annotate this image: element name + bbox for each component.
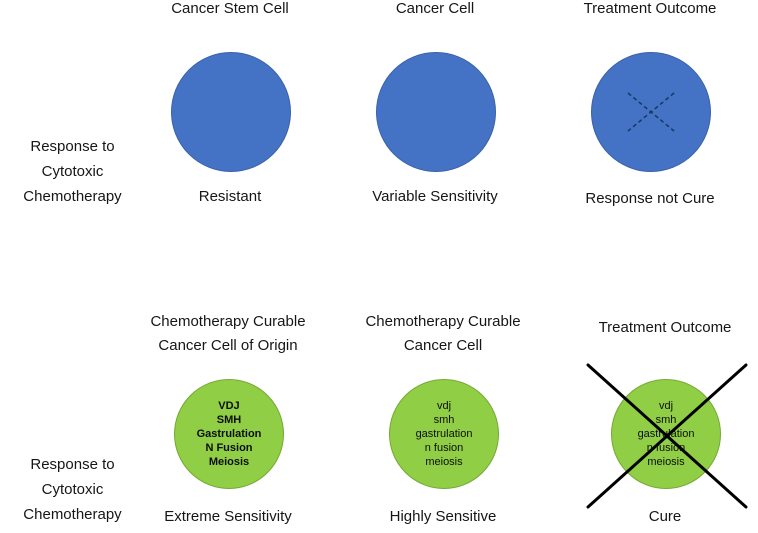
cured-cell-text: vdj smh gastrulation n fusion meiosis <box>638 399 695 469</box>
cell-text-line: n fusion <box>646 442 686 454</box>
bottom-left-label: Response to Cytotoxic Chemotherapy <box>5 452 140 527</box>
cell-text-line: gastrulation <box>637 428 695 440</box>
curable-cancer-cell-text: vdj smh gastrulation n fusion meiosis <box>416 399 473 469</box>
cell-text-line: Meiosis <box>208 456 250 468</box>
cell-of-origin-text: VDJ SMH Gastrulation N Fusion Meiosis <box>197 399 262 469</box>
cell-text-line: vdj <box>436 400 452 412</box>
caption-response-not-cure: Response not Cure <box>585 190 715 207</box>
caption-resistant: Resistant <box>198 188 262 205</box>
top-header-cancer-cell: Cancer Cell <box>395 0 475 17</box>
bottom-header-curable-cancer-cell: Chemotherapy Curable Cancer Cell <box>343 310 543 358</box>
top-header-treatment-outcome: Treatment Outcome <box>583 0 717 17</box>
cancer-stem-cell-circle <box>171 52 291 172</box>
caption-variable-sensitivity: Variable Sensitivity <box>372 188 498 205</box>
curable-cancer-cell-circle: vdj smh gastrulation n fusion meiosis <box>389 379 499 489</box>
cell-text-line: Gastrulation <box>196 428 262 440</box>
cell-text-line: meiosis <box>425 456 463 468</box>
bottom-header-treatment-outcome-line1: Treatment Outcome <box>598 319 732 336</box>
cured-cell-circle: vdj smh gastrulation n fusion meiosis <box>611 379 721 489</box>
top-header-cancer-stem-cell: Cancer Stem Cell <box>171 0 289 17</box>
bottom-header-curable-cancer-cell-line2: Cancer Cell <box>403 337 483 354</box>
dashed-x-icon <box>627 92 675 132</box>
top-left-label-line2: Cytotoxic <box>41 163 104 180</box>
cell-text-line: smh <box>655 414 677 426</box>
bottom-header-cell-of-origin-line2: Cancer Cell of Origin <box>158 337 298 354</box>
bottom-left-label-line1: Response to <box>30 456 115 473</box>
cell-text-line: VDJ <box>218 400 240 412</box>
cell-text-line: gastrulation <box>415 428 473 440</box>
bottom-header-cell-of-origin: Chemotherapy Curable Cancer Cell of Orig… <box>128 310 328 358</box>
caption-extreme-sensitivity: Extreme Sensitivity <box>164 508 292 525</box>
bottom-left-label-line2: Cytotoxic <box>41 481 104 498</box>
cell-text-line: vdj <box>658 400 674 412</box>
cell-text-line: smh <box>433 414 455 426</box>
bottom-header-treatment-outcome: Treatment Outcome <box>565 316 758 340</box>
top-left-label-line1: Response to <box>30 138 115 155</box>
bottom-header-cell-of-origin-line1: Chemotherapy Curable <box>150 313 306 330</box>
bottom-left-label-line3: Chemotherapy <box>23 506 122 523</box>
cell-text-line: n fusion <box>424 442 464 454</box>
caption-highly-sensitive: Highly Sensitive <box>389 508 497 525</box>
top-left-label-line3: Chemotherapy <box>23 188 122 205</box>
caption-cure: Cure <box>648 508 682 525</box>
cell-text-line: N Fusion <box>205 442 253 454</box>
treatment-outcome-circle <box>591 52 711 172</box>
cell-text-line: meiosis <box>647 456 685 468</box>
cell-of-origin-circle: VDJ SMH Gastrulation N Fusion Meiosis <box>174 379 284 489</box>
cancer-cell-circle <box>376 52 496 172</box>
bottom-header-curable-cancer-cell-line1: Chemotherapy Curable <box>365 313 521 330</box>
cell-text-line: SMH <box>216 414 242 426</box>
top-left-label: Response to Cytotoxic Chemotherapy <box>5 134 140 209</box>
